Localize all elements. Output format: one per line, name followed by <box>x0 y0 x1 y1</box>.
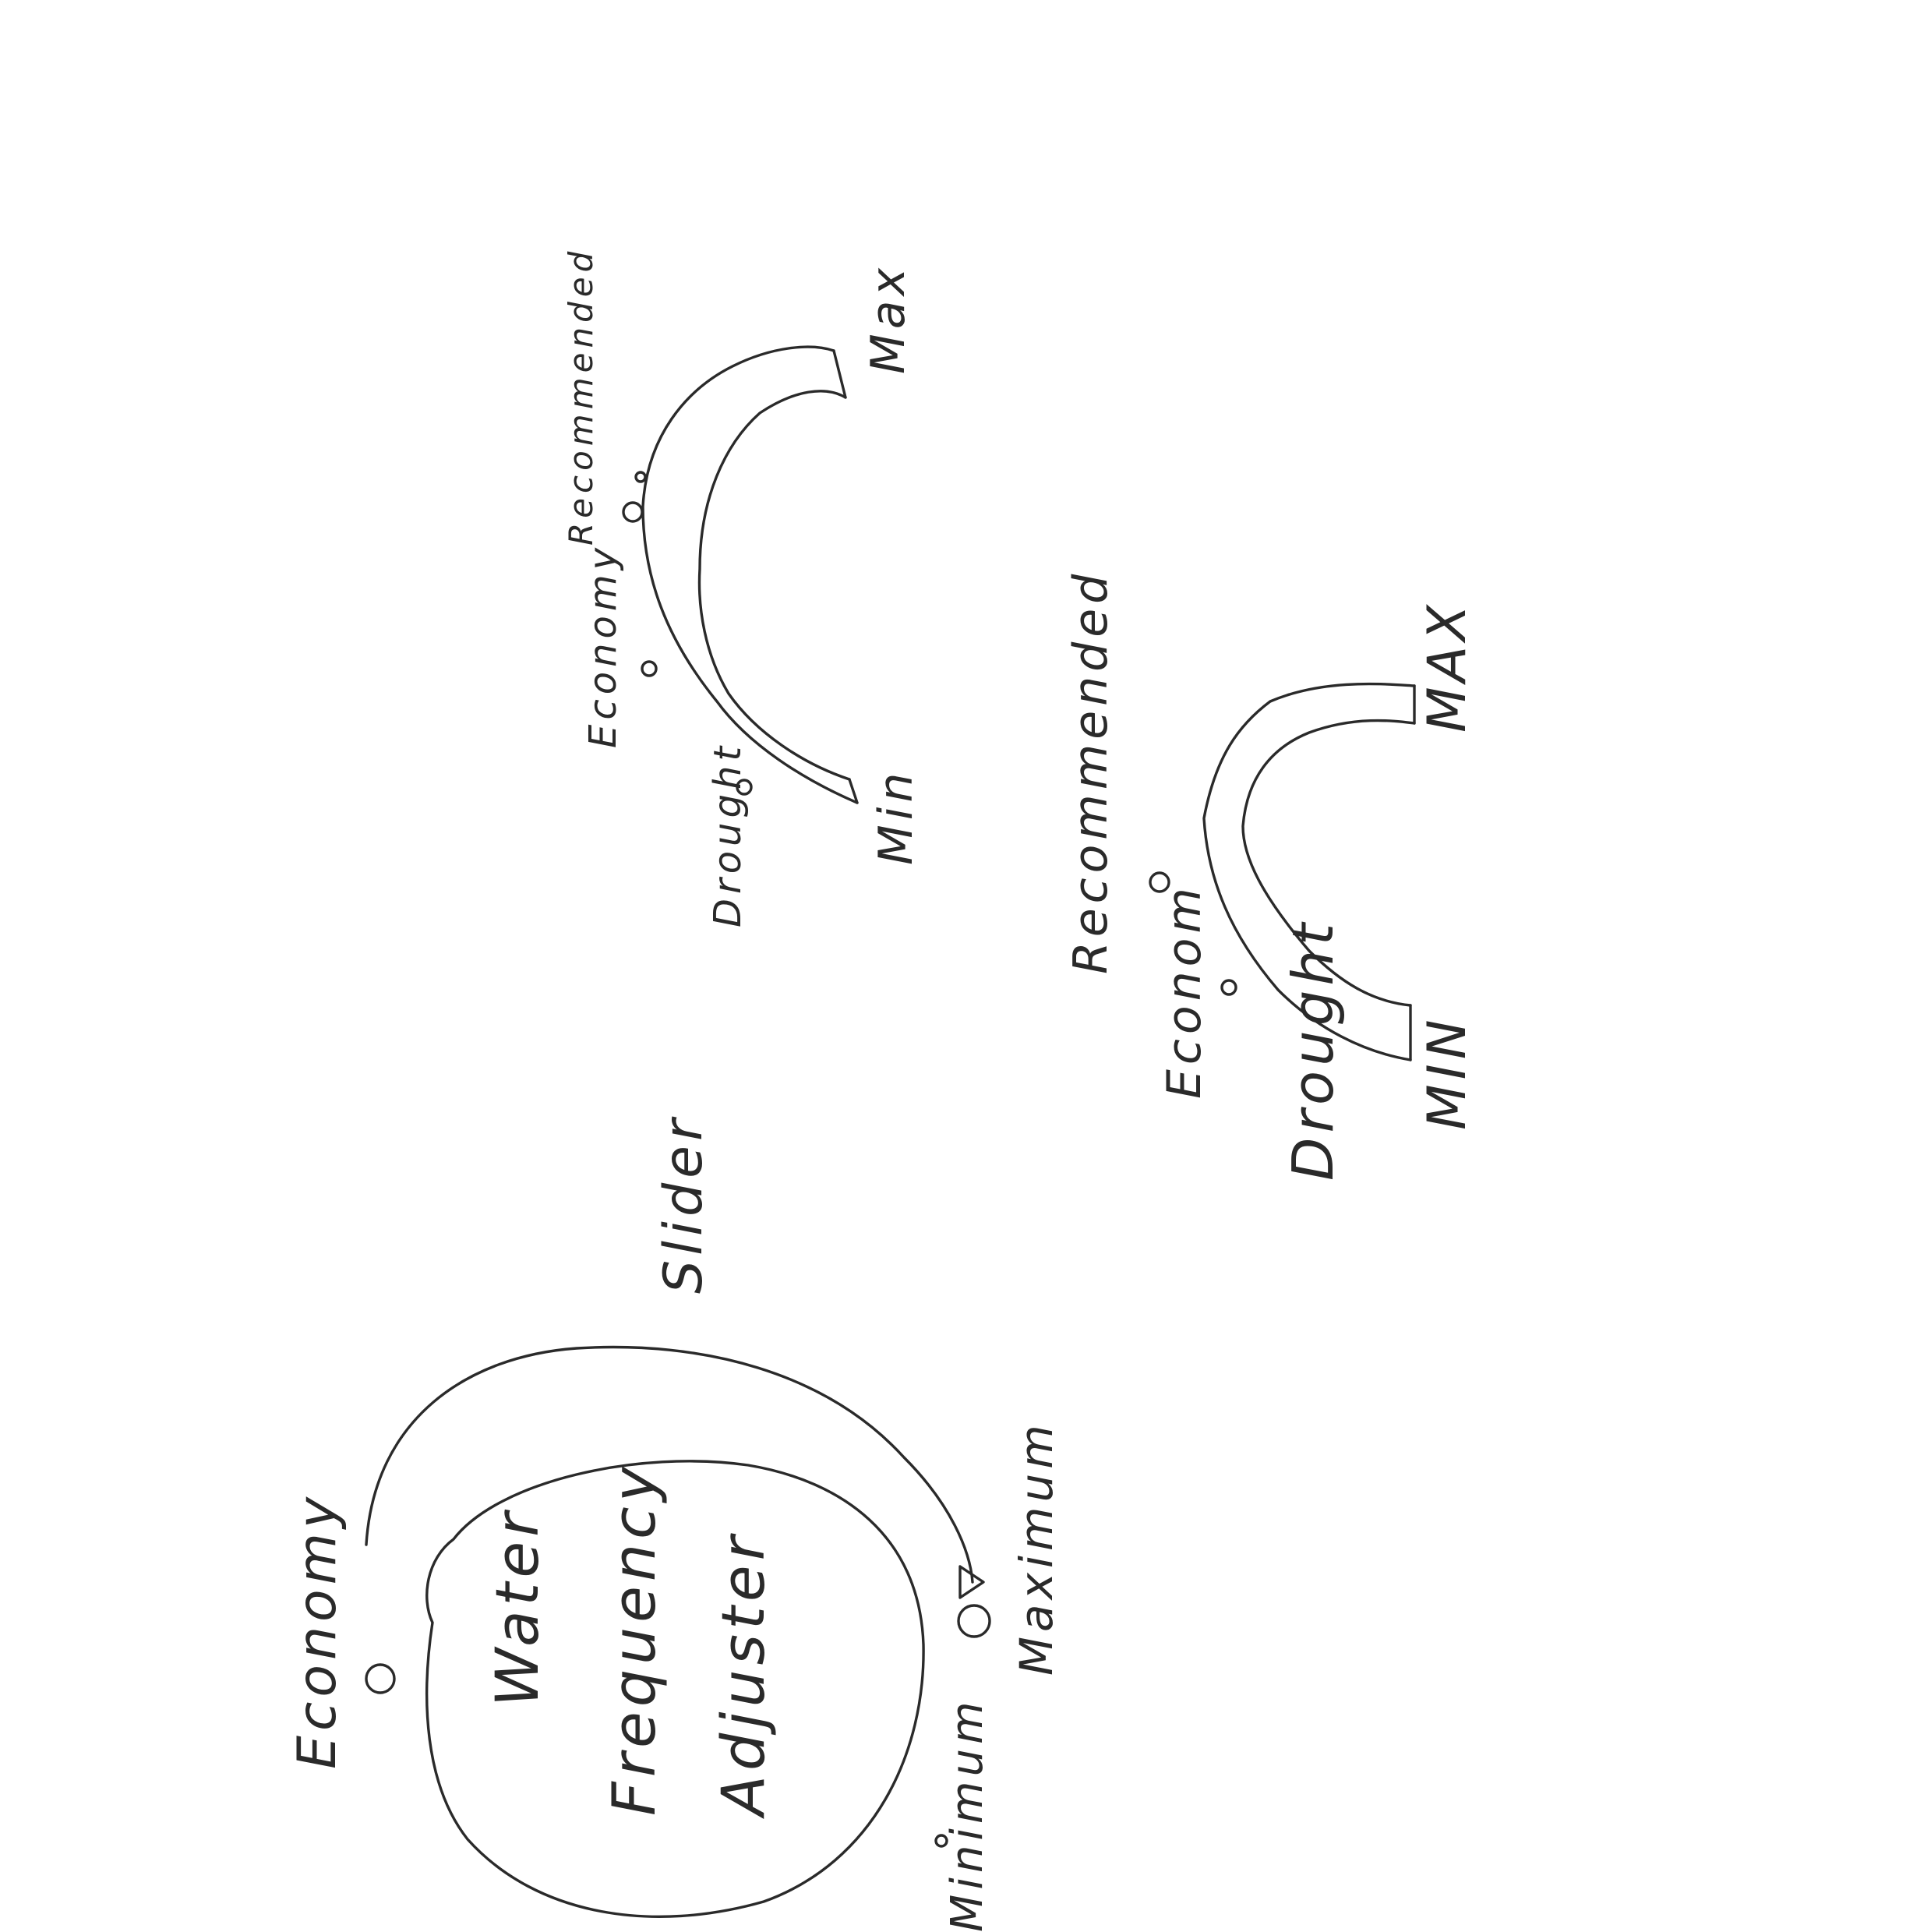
lower-arc-inner <box>1241 719 1416 1007</box>
upper-recommended-marker-small <box>634 471 647 483</box>
lower-economy-marker[interactable] <box>1220 979 1237 996</box>
upper-recommended-label: Recommended <box>562 247 600 546</box>
upper-min-label: Min <box>869 768 923 865</box>
lower-economy-label: Econom <box>1157 883 1212 1099</box>
maximum-marker[interactable] <box>957 1604 991 1638</box>
upper-drought-marker[interactable] <box>736 779 753 796</box>
upper-recommended-marker[interactable] <box>622 501 644 523</box>
upper-drought-label: Drought <box>706 742 750 927</box>
lower-recommended-marker[interactable] <box>1149 871 1170 893</box>
dial-title-line-3: Adjuster <box>708 1531 778 1820</box>
upper-arc-inner <box>697 390 851 781</box>
minimum-marker[interactable] <box>934 1834 948 1848</box>
dial-maximum-label: Maximum <box>1010 1420 1063 1676</box>
dial-circle <box>425 1460 925 1918</box>
economy-marker[interactable] <box>365 1663 396 1694</box>
lower-drought-label: Drought <box>1280 919 1346 1181</box>
arc-slider-sketch-lower: Drought Econom Recommended MIN MAX <box>1064 570 1478 1181</box>
dial-title-line-1: Water <box>482 1508 552 1707</box>
dial-sketch: Water Frequency Adjuster Economy Minimum… <box>287 1114 1063 1932</box>
upper-arc-min-cap <box>848 778 859 804</box>
slider-pointer-icon <box>958 1565 985 1599</box>
upper-max-label: Max <box>861 263 916 374</box>
arc-slider-sketch-upper: Drought Economy Recommended Min Max <box>562 247 923 927</box>
lower-recommended-label: Recommended <box>1064 570 1118 974</box>
dial-outer-arc[interactable] <box>365 1345 974 1584</box>
lower-max-label: MAX <box>1417 600 1478 733</box>
lower-arc-outer[interactable] <box>1202 682 1416 1061</box>
dial-minimum-label: Minimum <box>942 1697 993 1932</box>
lower-min-label: MIN <box>1417 1015 1478 1130</box>
upper-arc-outer[interactable] <box>641 345 859 804</box>
dial-economy-label: Economy <box>287 1492 348 1769</box>
slider-annotation: Slider <box>653 1114 715 1294</box>
dial-title-line-2: Frequency <box>599 1462 669 1816</box>
upper-economy-label: Economy <box>581 543 625 748</box>
upper-economy-marker[interactable] <box>641 660 658 677</box>
upper-arc-max-cap <box>832 349 847 399</box>
